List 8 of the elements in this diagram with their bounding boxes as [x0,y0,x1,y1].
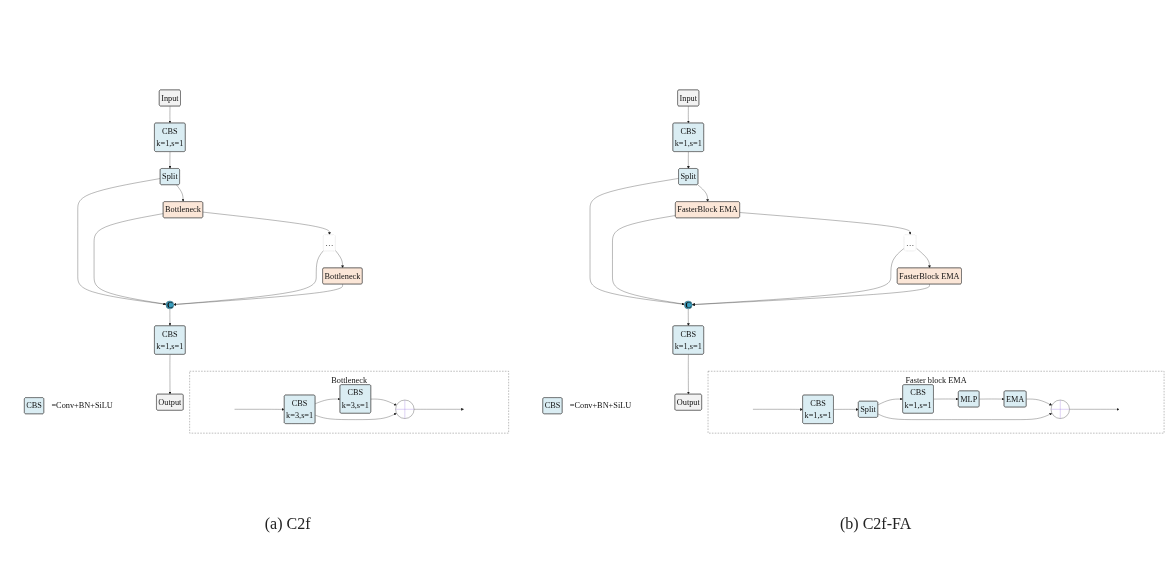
node-text: … [905,237,915,247]
panel-caption: (b) C2f-FA [840,515,912,533]
node-circle: C [165,300,174,309]
node-label: =Conv+BN+SiLU [51,400,113,410]
node-text: … [325,237,334,247]
node-circle: C [684,300,693,309]
node-label: =Conv+BN+SiLU [569,400,632,410]
panel-caption: (a) C2f [264,515,311,533]
